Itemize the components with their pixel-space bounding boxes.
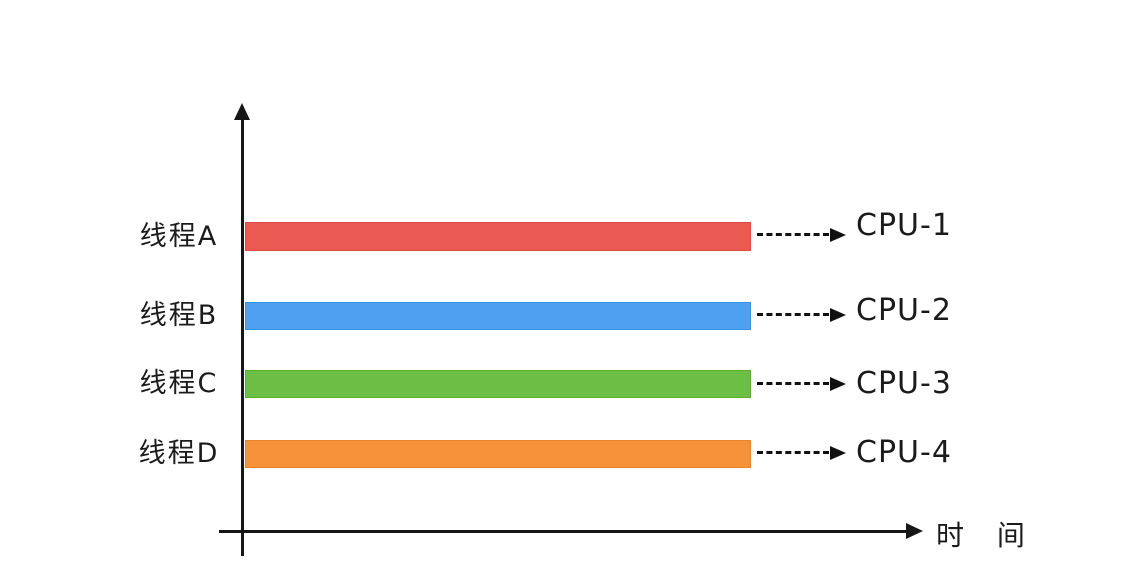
- dashed-arrow-line: [757, 313, 829, 316]
- cpu-label: CPU-2: [856, 293, 952, 328]
- thread-label: 线程C: [139, 368, 219, 399]
- dashed-arrow-head-icon: [830, 377, 846, 391]
- cpu-label: CPU-3: [856, 366, 952, 401]
- thread-bar: [245, 370, 751, 398]
- y-axis-arrowhead-icon: [234, 103, 250, 120]
- x-axis-label: 时 间: [936, 519, 1037, 552]
- thread-bar: [245, 222, 751, 251]
- thread-label: 线程A: [139, 221, 219, 252]
- dashed-arrow-head-icon: [830, 308, 846, 322]
- x-axis: [219, 530, 908, 533]
- x-axis-arrowhead-icon: [906, 523, 923, 539]
- thread-label: 线程B: [139, 300, 219, 331]
- thread-label: 线程D: [138, 438, 220, 469]
- dashed-arrow-line: [757, 233, 829, 236]
- thread-bar: [245, 440, 751, 468]
- cpu-label: CPU-4: [856, 435, 952, 470]
- dashed-arrow-line: [757, 382, 829, 385]
- thread-bar: [245, 302, 751, 330]
- dashed-arrow-line: [757, 451, 829, 454]
- dashed-arrow-head-icon: [830, 228, 846, 242]
- cpu-label: CPU-1: [856, 208, 952, 243]
- y-axis: [241, 117, 244, 556]
- dashed-arrow-head-icon: [830, 446, 846, 460]
